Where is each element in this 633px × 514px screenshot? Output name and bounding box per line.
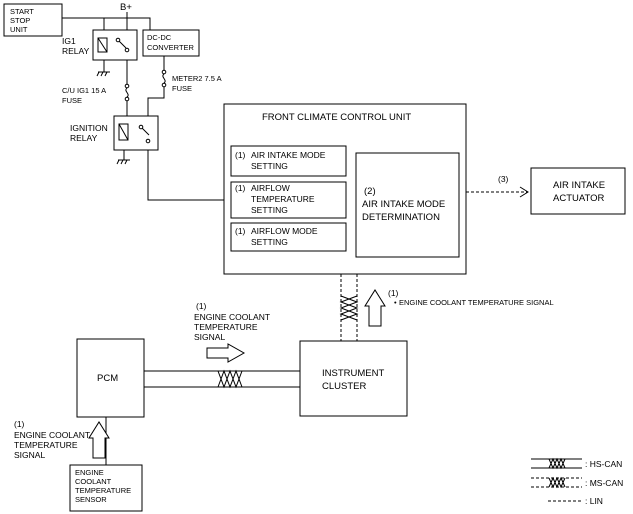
fccu-title: FRONT CLIMATE CONTROL UNIT (262, 112, 411, 123)
lin-arrow-head (519, 186, 529, 198)
air-intake-mode-setting-line-2: SETTING (251, 161, 288, 171)
ig1-relay-label-1: IG1 (62, 36, 76, 46)
ect-signal-mid-line-3: SIGNAL (194, 332, 225, 342)
ect-signal-left-line-1: ENGINE COOLANT (14, 430, 90, 440)
ect-signal-right-num: (1) (388, 288, 399, 298)
airflow-temperature-setting-line-3: SETTING (251, 205, 288, 215)
sensor-line-1: ENGINE (75, 468, 104, 477)
start-stop-unit-label-3: UNIT (10, 25, 28, 34)
engine-coolant-temperature-sensor (69, 464, 143, 512)
ect-up-arrow-left (88, 421, 110, 459)
airflow-temperature-setting (230, 181, 347, 219)
determination-line-2: DETERMINATION (362, 212, 440, 223)
pcm-label: PCM (97, 373, 118, 384)
legend-ms-can-label: : MS-CAN (585, 478, 623, 488)
meter2-out-wire (147, 87, 165, 116)
instrument-cluster (299, 340, 408, 417)
cu-fuse-bottom (124, 96, 130, 102)
dcdc-converter (142, 29, 200, 57)
cu-fuse-label-1: C/U IG1 15 A (62, 86, 106, 95)
start-stop-unit-label-1: START (10, 7, 34, 16)
actuator-line-2: ACTUATOR (553, 193, 605, 204)
pcm (76, 338, 145, 418)
legend-hs-can-twist-a (548, 457, 566, 470)
legend-hs-can-twist-b (548, 457, 566, 470)
ignition-relay-label-1: IGNITION (70, 123, 108, 133)
ignition-out-wire (147, 150, 224, 201)
instrument-cluster-line-2: CLUSTER (322, 381, 366, 392)
cu-fuse-element (125, 87, 129, 98)
sensor-line-2: COOLANT (75, 477, 112, 486)
ig1-relay-contact-a (115, 37, 121, 43)
meter2-fuse-label-2: FUSE (172, 84, 192, 93)
sensor-line-4: SENSOR (75, 495, 107, 504)
air-intake-actuator (530, 167, 626, 215)
arrow3-num: (3) (498, 174, 509, 184)
dcdc-converter-label-2: CONVERTER (147, 43, 195, 52)
determination-num: (2) (364, 186, 376, 197)
airflow-temperature-setting-line-1: AIRFLOW (251, 183, 290, 193)
ect-signal-mid-line-2: TEMPERATURE (194, 322, 258, 332)
airflow-mode-setting (230, 222, 347, 252)
airflow-mode-setting-line-1: AIRFLOW MODE (251, 226, 318, 236)
meter2-fuse-bottom (161, 82, 167, 88)
bplus-branch (103, 17, 151, 30)
dcdc-converter-label-1: DC-DC (147, 33, 172, 42)
actuator-line-1: AIR INTAKE (553, 180, 605, 191)
ect-up-arrow-right (364, 289, 386, 327)
ect-signal-right-bullet: • (394, 298, 397, 307)
start-stop-unit-label-2: STOP (10, 16, 30, 25)
legend-hs-can-label: : HS-CAN (585, 459, 622, 469)
legend-ms-can-twist-b (548, 476, 566, 489)
ig1-relay-contact-b (124, 47, 130, 53)
airflow-mode-setting-num: (1) (235, 226, 246, 236)
ect-right-arrow (206, 343, 246, 363)
sensor-line-3: TEMPERATURE (75, 486, 131, 495)
ect-signal-left-line-2: TEMPERATURE (14, 440, 78, 450)
air-intake-mode-determination (355, 152, 460, 258)
air-intake-mode-setting (230, 145, 347, 177)
legend-ms-can-twist-a (548, 476, 566, 489)
air-intake-mode-setting-num: (1) (235, 150, 246, 160)
legend: : HS-CAN : MS-CAN : LIN (531, 457, 623, 506)
ect-signal-mid-num: (1) (196, 301, 207, 311)
ect-signal-mid-line-1: ENGINE COOLANT (194, 312, 270, 322)
meter2-fuse-label-1: METER2 7.5 A (172, 74, 222, 83)
ig1-relay-label-2: RELAY (62, 46, 90, 56)
airflow-mode-setting-line-2: SETTING (251, 237, 288, 247)
ect-signal-left-line-3: SIGNAL (14, 450, 45, 460)
hs-can-twist-a (217, 369, 243, 389)
ignition-relay-coil-diag (118, 123, 129, 141)
ms-can-twist-b (339, 295, 359, 321)
cu-fuse-label-2: FUSE (62, 96, 82, 105)
legend-lin-label: : LIN (585, 496, 603, 506)
airflow-temperature-setting-num: (1) (235, 183, 246, 193)
determination-line-1: AIR INTAKE MODE (362, 199, 445, 210)
ect-signal-left-num: (1) (14, 419, 25, 429)
meter2-fuse-element (162, 73, 166, 84)
meter2-fuse-top (161, 69, 167, 75)
airflow-temperature-setting-line-2: TEMPERATURE (251, 194, 315, 204)
ignition-relay-contact-a (138, 124, 144, 130)
ect-signal-right-text: ENGINE COOLANT TEMPERATURE SIGNAL (399, 298, 554, 307)
hs-can-twist-b (217, 369, 243, 389)
ig1-relay-coil-diag (97, 37, 108, 53)
ignition-relay-label-2: RELAY (70, 133, 98, 143)
start-stop-unit (3, 3, 63, 37)
air-intake-mode-setting-line-1: AIR INTAKE MODE (251, 150, 326, 160)
instrument-cluster-line-1: INSTRUMENT (322, 368, 384, 379)
bplus-label: B+ (120, 2, 132, 13)
cu-fuse-top (124, 83, 130, 89)
ignition-relay-contact-b (145, 138, 151, 144)
ms-can-twist-a (339, 295, 359, 321)
